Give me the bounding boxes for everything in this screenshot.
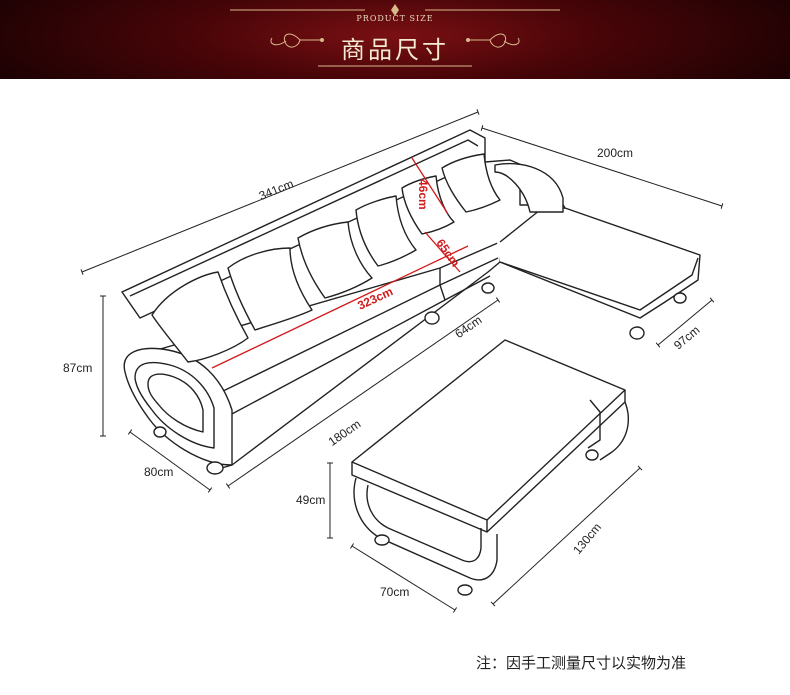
label-back-height: 46cm (416, 179, 430, 210)
label-seat-depth: 64cm (452, 313, 484, 341)
label-seat-depth-inner: 65cm (433, 236, 462, 269)
footer-note: 注：因手工测量尺寸以实物为准 (476, 654, 687, 672)
label-height: 87cm (63, 361, 92, 375)
label-table-width: 70cm (380, 585, 409, 599)
outer-dimensions (80, 109, 724, 613)
ornament-frame (230, 4, 560, 67)
header-banner: PRODUCT SIZE 商品尺寸 (0, 0, 790, 79)
label-total-length: 341cm (257, 177, 296, 203)
label-depth: 80cm (144, 465, 173, 479)
banner-subtitle: PRODUCT SIZE (356, 14, 434, 23)
label-table-height: 49cm (296, 493, 325, 507)
label-chaise-depth: 97cm (671, 323, 702, 353)
banner-title: 商品尺寸 (341, 36, 449, 64)
label-chaise-length: 200cm (597, 146, 633, 160)
sofa-dimension-diagram: 341cm 200cm 46cm 65cm 323cm 87cm 64cm 18… (63, 109, 724, 613)
label-arm-to-arm: 180cm (326, 417, 364, 449)
coffee-table-drawing (351, 339, 629, 596)
label-table-length: 130cm (570, 520, 604, 557)
